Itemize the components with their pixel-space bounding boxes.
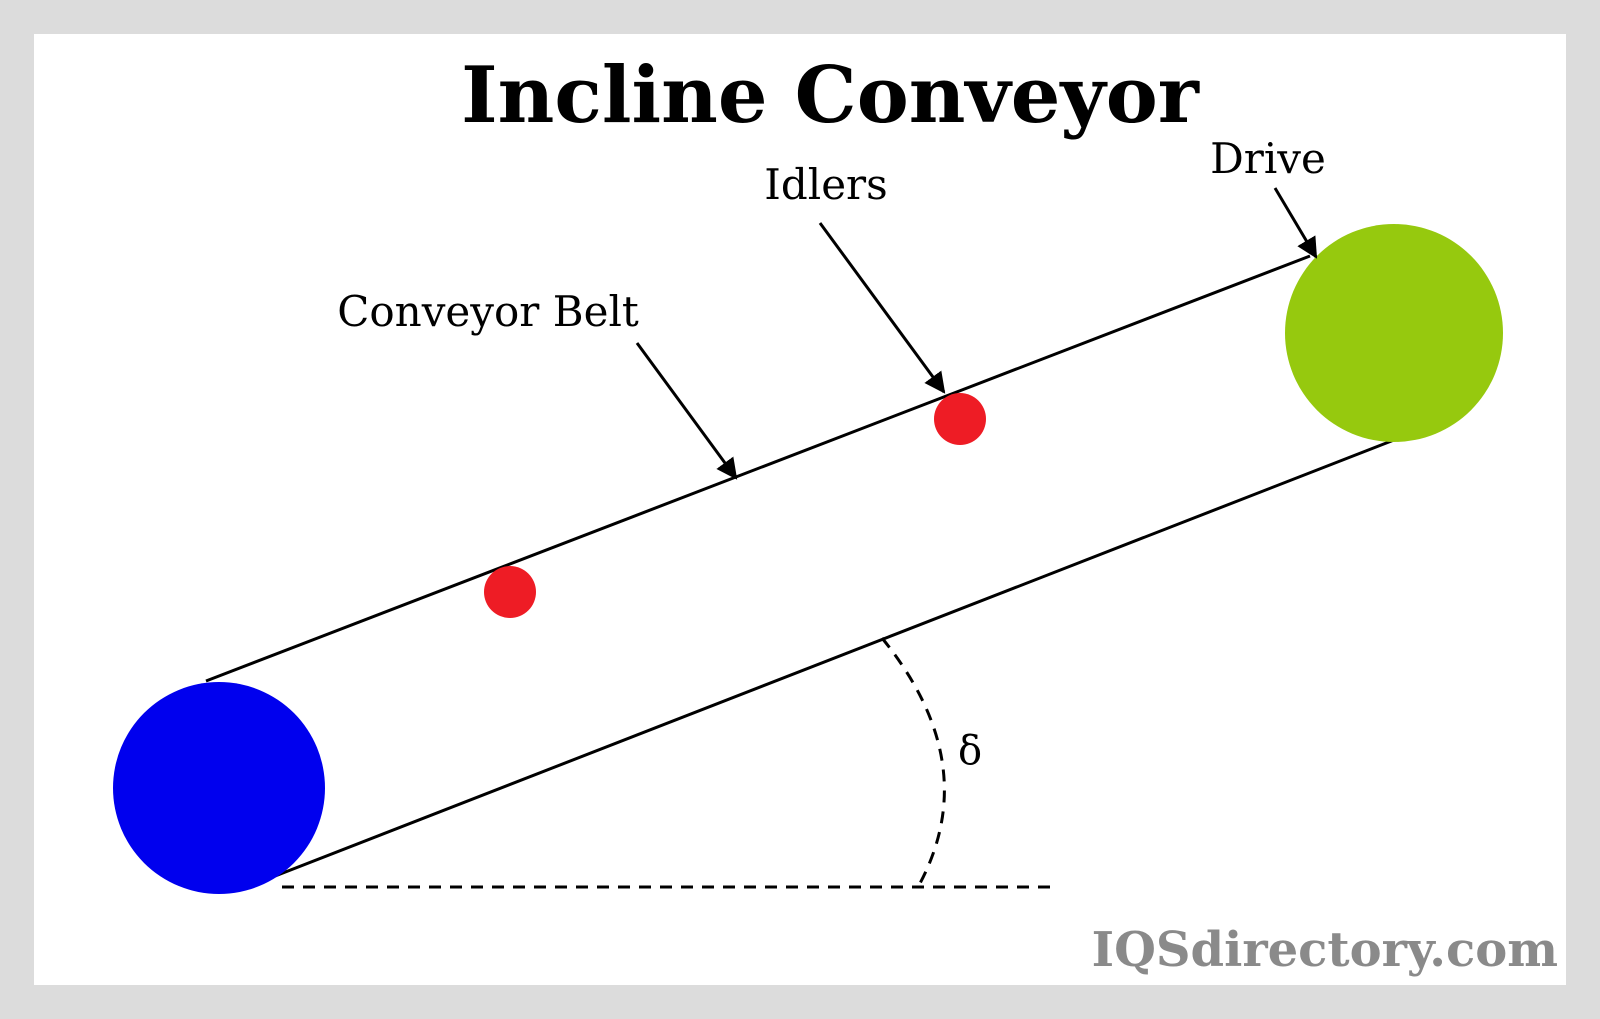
tail-pulley: [113, 682, 325, 894]
conveyor-belt-bottom-line: [269, 438, 1395, 880]
drive-pulley: [1285, 224, 1503, 442]
conveyor-belt-pointer-arrow: [635, 342, 738, 480]
conveyor-belt-label: Conveyor Belt: [337, 287, 639, 336]
idler-upper: [934, 393, 986, 445]
idlers-pointer-arrow: [818, 222, 946, 394]
drive-label: Drive: [1210, 134, 1326, 183]
angle-symbol: δ: [958, 728, 982, 774]
site-watermark: IQSdirectory.com: [1092, 922, 1558, 978]
incline-angle-arc: [880, 637, 946, 888]
drive-pointer-arrow: [1273, 187, 1318, 259]
idlers-label: Idlers: [764, 160, 887, 209]
conveyor-belt-top-line: [205, 254, 1311, 683]
diagram-title: Incline Conveyor: [461, 50, 1200, 141]
idler-lower: [484, 566, 536, 618]
